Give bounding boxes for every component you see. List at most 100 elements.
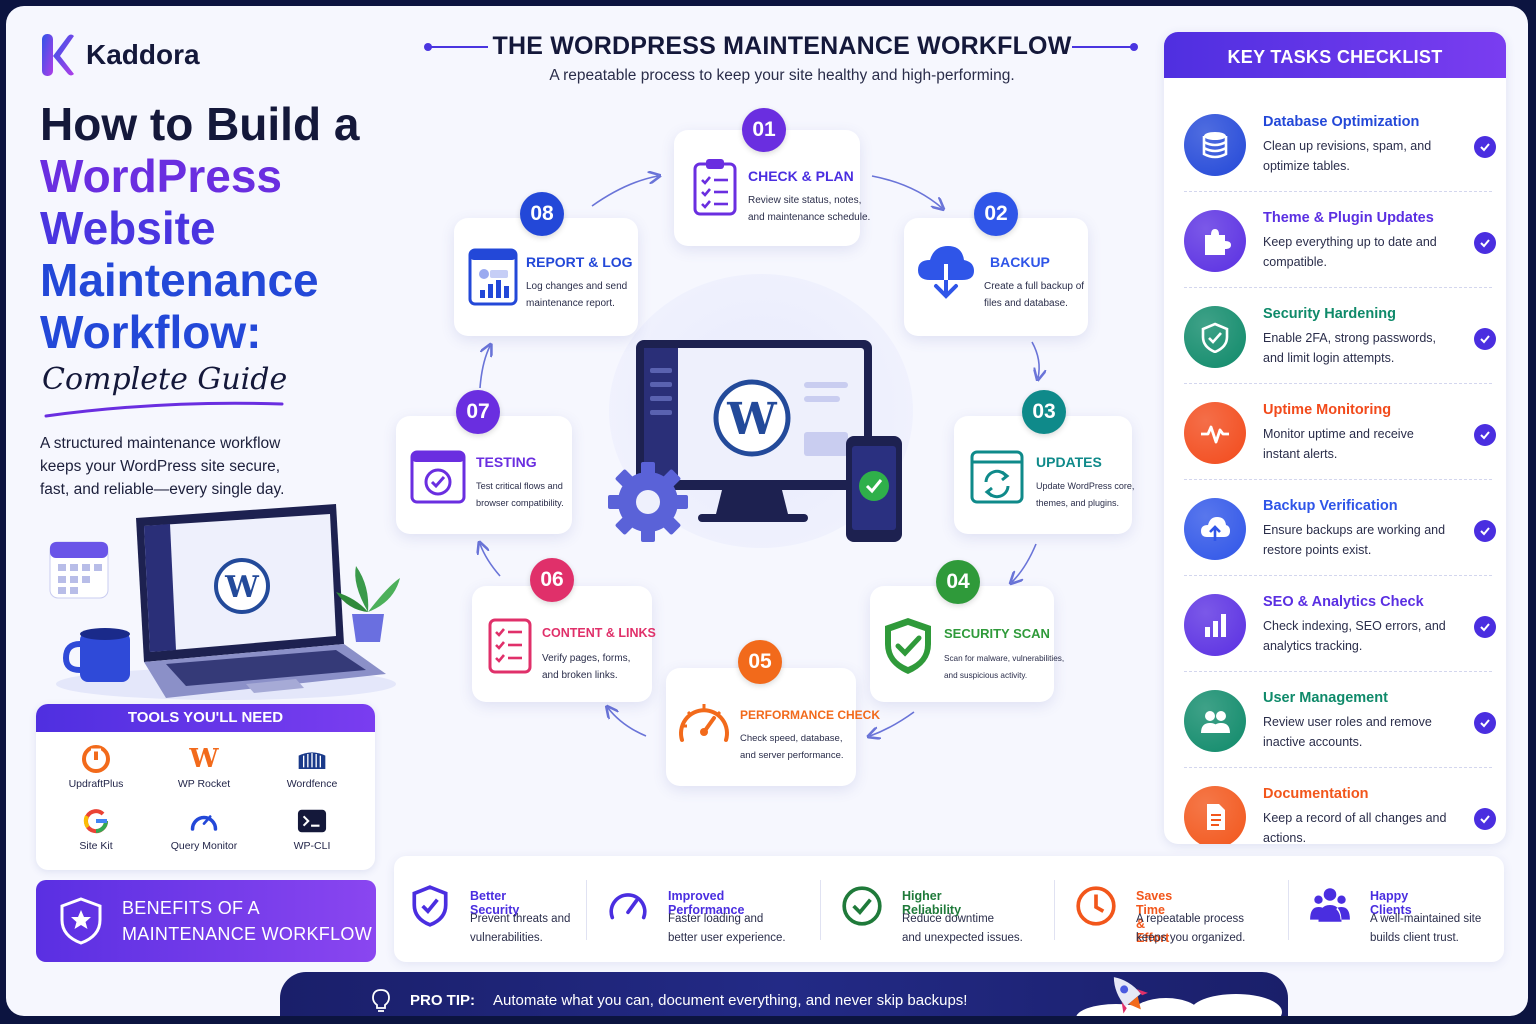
checkbox-checked-icon[interactable] [1474, 232, 1496, 254]
checkbox-checked-icon[interactable] [1474, 712, 1496, 734]
page-title: How to Build a WordPress Website Mainten… [40, 98, 380, 358]
bar-chart-icon [1184, 594, 1246, 656]
step-title: REPORT & LOG [526, 254, 633, 270]
benefit-desc-line: A well-maintained site [1370, 913, 1482, 925]
checkbox-checked-icon[interactable] [1474, 424, 1496, 446]
divider [1288, 880, 1289, 940]
step-badge: 02 [974, 192, 1018, 236]
step-number: 01 [752, 118, 776, 141]
google-icon [81, 806, 111, 836]
step-desc: Review site status, notes, and maintenanc… [748, 192, 870, 226]
tools-title: TOOLS YOU'LL NEED [36, 704, 375, 732]
step-desc-line: files and database. [984, 298, 1068, 309]
speedometer-icon [679, 704, 729, 742]
svg-text:W: W [224, 570, 260, 605]
benefit-desc-line: better user experience. [668, 932, 786, 944]
tools-panel: TOOLS YOU'LL NEED UpdraftPlus W WP Rocke… [36, 704, 375, 870]
hero-illustration: W [608, 340, 902, 542]
step-title: PERFORMANCE CHECK [740, 708, 881, 722]
users-icon [1310, 888, 1350, 922]
brand-name: Kaddora [86, 39, 200, 70]
svg-text:W: W [726, 394, 777, 445]
rocket-clouds-illustration [1076, 977, 1282, 1016]
step-desc-line: and maintenance schedule. [748, 212, 871, 223]
tool-label: Wordfence [286, 778, 338, 790]
pulse-icon [1184, 402, 1246, 464]
benefit-desc-line: A repeatable process [1136, 913, 1245, 925]
step-desc-line: Review site status, notes, [748, 195, 862, 206]
step-number: 04 [946, 570, 970, 593]
tool-wp-cli: WP-CLI [257, 806, 367, 852]
divider [1184, 479, 1492, 480]
updraftplus-icon [81, 744, 111, 774]
checklist-item-title: Database Optimization [1263, 114, 1420, 130]
step-desc-line: browser compatibility. [476, 498, 564, 508]
clock-icon [1076, 886, 1116, 926]
step-number: 06 [540, 568, 564, 591]
checklist-item-desc: Check indexing, SEO errors, and analytic… [1263, 619, 1446, 653]
laptop-illustration: W [49, 504, 400, 700]
title-rule-dot [1130, 43, 1138, 51]
checkbox-checked-icon[interactable] [1474, 328, 1496, 350]
divider [820, 880, 821, 940]
cloud-upload-icon [1184, 498, 1246, 560]
lightbulb-icon [372, 989, 390, 1012]
divider [1184, 383, 1492, 384]
underline-swoosh [44, 401, 284, 418]
step-badge: 06 [530, 558, 574, 602]
checkbox-checked-icon[interactable] [1474, 520, 1496, 542]
step-title: CONTENT & LINKS [542, 626, 656, 640]
benefit-desc-line: Faster loading and [668, 913, 764, 925]
checkbox-checked-icon[interactable] [1474, 616, 1496, 638]
banner-line: MAINTENANCE WORKFLOW [122, 924, 373, 944]
checklist-item-title: Security Hardening [1263, 306, 1396, 322]
divider [1184, 287, 1492, 288]
benefit-title: Improved Performance [668, 889, 745, 917]
puzzle-icon [1184, 210, 1246, 272]
checkbox-checked-icon[interactable] [1474, 808, 1496, 830]
benefit-desc-line: keeps you organized. [1136, 932, 1246, 944]
clipboard-icon [693, 159, 737, 216]
step-number: 02 [984, 202, 1008, 225]
step-title: BACKUP [990, 254, 1050, 270]
title-rule [428, 46, 488, 48]
step-desc-line: and broken links. [542, 670, 618, 681]
workflow-arrows [386, 156, 1146, 756]
step-desc: Update WordPress core, themes, and plugin… [1036, 478, 1134, 512]
checklist-title: KEY TASKS CHECKLIST [1164, 32, 1506, 78]
intro-text: A structured maintenance workflow keeps … [40, 435, 285, 498]
brand: Kaddora [40, 32, 200, 78]
divider [586, 880, 587, 940]
tool-label: UpdraftPlus [68, 778, 124, 790]
step-card-updates [954, 416, 1132, 534]
benefit-desc-line: vulnerabilities. [470, 932, 543, 944]
step-badge: 01 [742, 108, 786, 152]
divider [1184, 191, 1492, 192]
checklist-item-desc: Monitor uptime and receive instant alert… [1263, 427, 1414, 461]
step-number: 07 [466, 400, 490, 423]
step-desc-line: themes, and plugins. [1036, 498, 1120, 508]
benefit-desc: A well-maintained site builds client trus… [1370, 910, 1510, 948]
workflow-title: THE WORDPRESS MAINTENANCE WORKFLOW [492, 32, 1072, 60]
benefit-desc-line: builds client trust. [1370, 932, 1459, 944]
infographic-canvas: Kaddora How to Build a WordPress Website… [6, 6, 1528, 1016]
pro-tip-text: Automate what you can, document everythi… [493, 991, 968, 1009]
banner-line: BENEFITS OF A [122, 898, 260, 918]
checklist-item-title: Uptime Monitoring [1263, 402, 1392, 418]
divider [1184, 767, 1492, 768]
pro-tip-label: PRO TIP: [410, 991, 476, 1009]
checkbox-checked-icon[interactable] [1474, 136, 1496, 158]
tool-query-monitor: Query Monitor [149, 806, 259, 852]
title-rule [1072, 46, 1132, 48]
step-desc-line: and suspicious activity. [944, 671, 1028, 680]
step-desc-line: Update WordPress core, [1036, 481, 1135, 491]
cloud-download-icon [918, 246, 974, 299]
tool-site-kit: Site Kit [41, 806, 151, 852]
